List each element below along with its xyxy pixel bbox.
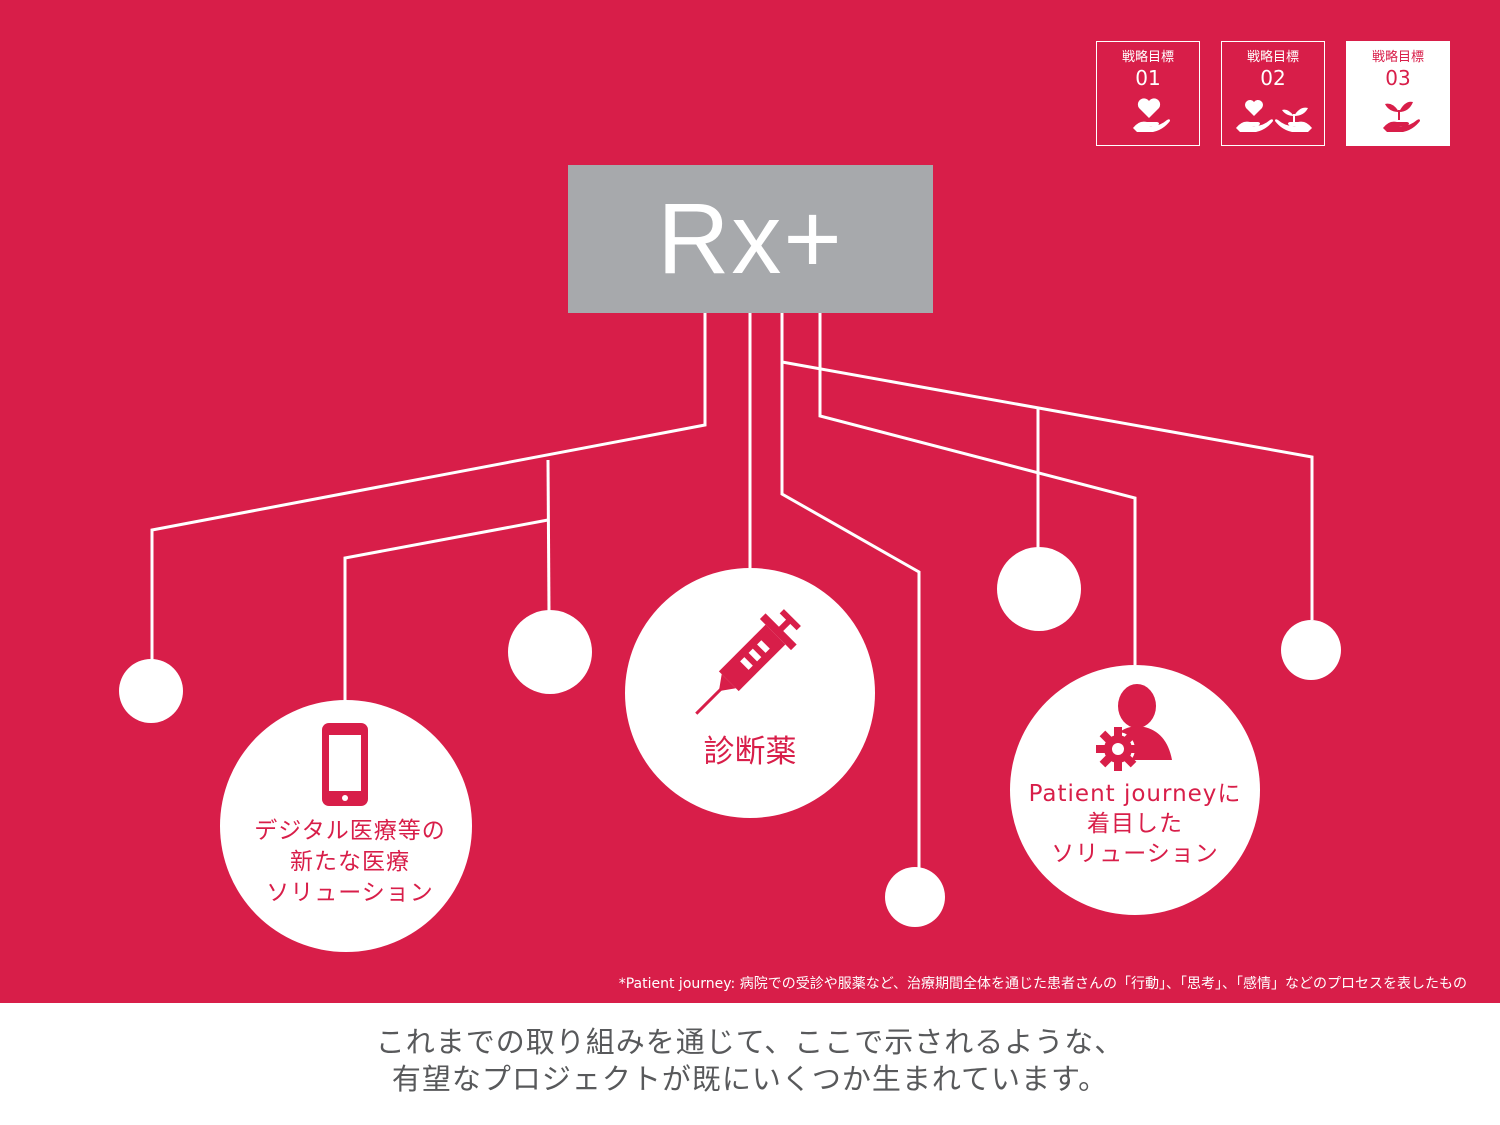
connector-line <box>343 518 549 705</box>
syringe-icon <box>695 609 801 715</box>
empty-node <box>508 610 592 694</box>
solution-node-digital <box>220 700 472 952</box>
solution-node-patient-journey <box>1010 665 1260 915</box>
goal-label: 戦略目標 <box>1246 50 1299 65</box>
label-line: 診断薬 <box>703 734 797 770</box>
tree-diagram <box>119 313 1341 952</box>
solution-node-diagnostics <box>625 568 875 818</box>
label-line: ソリューション <box>1051 841 1219 867</box>
solution-label-patient-journey: Patient journeyに 着目した ソリューション <box>1013 779 1257 869</box>
label-line: Patient journeyに <box>1028 781 1242 807</box>
connector-line <box>818 313 1137 665</box>
goal-card-01: 戦略目標 01 <box>1096 41 1200 146</box>
label-line: 着目した <box>1087 811 1183 837</box>
empty-node <box>1281 620 1341 680</box>
caption-line: 有望なプロジェクトが既にいくつか生まれています。 <box>391 1062 1109 1096</box>
connector-line <box>781 360 1314 620</box>
empty-node <box>885 867 945 927</box>
solution-label-digital: デジタル医療等の 新たな医療 ソリューション <box>225 816 475 909</box>
label-line: 新たな医療 <box>290 849 410 875</box>
goal-label: 戦略目標 <box>1371 50 1424 65</box>
sprout-in-hand-icon <box>1383 101 1420 132</box>
caption-line: これまでの取り組みを通じて、ここで示されるような、 <box>375 1025 1125 1059</box>
label-line: デジタル医療等の <box>254 818 446 844</box>
root-node: Rx+ <box>568 165 933 313</box>
heart-in-hand-icon <box>1133 98 1170 132</box>
connector-line <box>546 459 551 613</box>
person-gear-icon <box>1096 684 1172 771</box>
goal-number: 03 <box>1385 66 1411 90</box>
empty-node <box>119 659 183 723</box>
goal-card-03: 戦略目標 03 <box>1346 41 1450 146</box>
connector-line <box>780 313 921 868</box>
goal-label: 戦略目標 <box>1121 50 1174 65</box>
goal-number: 01 <box>1135 66 1161 90</box>
empty-node <box>997 547 1081 631</box>
root-node-label: Rx+ <box>657 183 844 295</box>
goal-number: 02 <box>1260 66 1286 90</box>
caption: これまでの取り組みを通じて、ここで示されるような、 有望なプロジェクトが既にいく… <box>0 1024 1500 1098</box>
solution-label-diagnostics: 診断薬 <box>630 732 870 772</box>
connector-line <box>150 313 707 660</box>
label-line: ソリューション <box>266 880 434 906</box>
smartphone-icon <box>322 723 368 806</box>
heart-and-sprout-hands-icon <box>1236 100 1312 132</box>
goal-card-02: 戦略目標 02 <box>1221 41 1325 146</box>
footnote: *Patient journey: 病院での受診や服薬など、治療期間全体を通じた… <box>618 976 1467 992</box>
